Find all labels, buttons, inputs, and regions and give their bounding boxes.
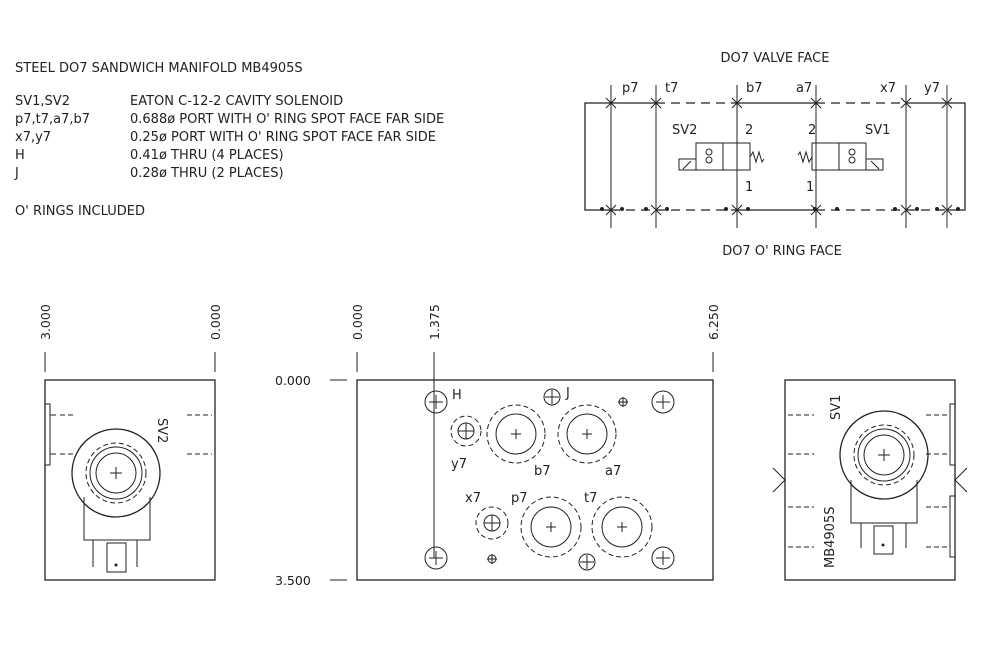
- note-key: p7,t7,a7,b7: [15, 112, 90, 127]
- port-label-a7: a7: [605, 464, 621, 479]
- note-key: x7,y7: [15, 130, 51, 145]
- port-2-label: 2: [745, 123, 753, 138]
- dim-x-label: 0.000: [350, 304, 365, 340]
- note-key: J: [14, 166, 19, 181]
- note-key: SV1,SV2: [15, 94, 70, 109]
- note-key: H: [15, 148, 25, 163]
- note-desc: 0.25ø PORT WITH O' RING SPOT FACE FAR SI…: [130, 130, 436, 145]
- ports: [450, 404, 653, 558]
- port-label-t7: t7: [584, 491, 597, 506]
- port-label-t7: t7: [665, 81, 678, 96]
- mounting-holes: [424, 388, 675, 571]
- hydraulic-schematic: DO7 VALVE FACE DO7 O' RING FACE p7 t7 b7…: [584, 51, 966, 259]
- sv1-label: SV1: [829, 395, 844, 420]
- dim-x-label: 1.375: [427, 304, 442, 340]
- sv2-label: SV2: [672, 123, 697, 138]
- solenoid-coil-icon: [839, 410, 929, 555]
- port-cross-marks: [605, 97, 953, 216]
- sv2-valve-symbol: [678, 142, 765, 171]
- port-label-b7: b7: [746, 81, 763, 96]
- note-desc: 0.28ø THRU (2 PLACES): [130, 166, 284, 181]
- dim-x-label: 6.250: [706, 304, 721, 340]
- sv1-label: SV1: [865, 123, 890, 138]
- solenoid-coil-icon: [71, 428, 161, 573]
- sv1-valve-symbol: [797, 142, 884, 171]
- notes-block: STEEL DO7 SANDWICH MANIFOLD MB4905S SV1,…: [14, 61, 444, 219]
- port-2-label: 2: [808, 123, 816, 138]
- hole-label-j: J: [565, 386, 570, 401]
- port-label-p7: p7: [511, 491, 528, 506]
- sv2-label: SV2: [154, 418, 169, 443]
- port-label-x7: x7: [465, 491, 481, 506]
- note-desc: EATON C-12-2 CAVITY SOLENOID: [130, 94, 343, 109]
- right-side-view: SV1 MB4905S: [772, 379, 968, 581]
- note-desc: 0.41ø THRU (4 PLACES): [130, 148, 284, 163]
- dim-y-label: 0.000: [275, 373, 311, 388]
- port-label-a7: a7: [796, 81, 812, 96]
- left-side-view: 3.000 0.000 SV2: [38, 304, 223, 581]
- port-label-y7: y7: [451, 457, 467, 472]
- port-label-p7: p7: [622, 81, 639, 96]
- valve-face-label: DO7 VALVE FACE: [721, 51, 830, 66]
- port-1-label: 1: [806, 180, 814, 195]
- hole-label-h: H: [452, 388, 462, 403]
- note-footer: O' RINGS INCLUDED: [15, 204, 145, 219]
- port-label-y7: y7: [924, 81, 940, 96]
- port-1-label: 1: [745, 180, 753, 195]
- port-label-x7: x7: [880, 81, 896, 96]
- dim-y-label: 3.500: [275, 573, 311, 588]
- part-number-label: MB4905S: [823, 507, 838, 568]
- drawing-title: STEEL DO7 SANDWICH MANIFOLD MB4905S: [15, 61, 303, 76]
- port-label-b7: b7: [534, 464, 551, 479]
- oring-dots: [600, 207, 960, 211]
- dim-label: 3.000: [38, 304, 53, 340]
- center-top-view: 0.000 1.375 6.250 0.000 3.500 H J y7 b7: [275, 304, 721, 588]
- dim-label: 0.000: [208, 304, 223, 340]
- oring-face-label: DO7 O' RING FACE: [722, 244, 842, 259]
- note-desc: 0.688ø PORT WITH O' RING SPOT FACE FAR S…: [130, 112, 444, 127]
